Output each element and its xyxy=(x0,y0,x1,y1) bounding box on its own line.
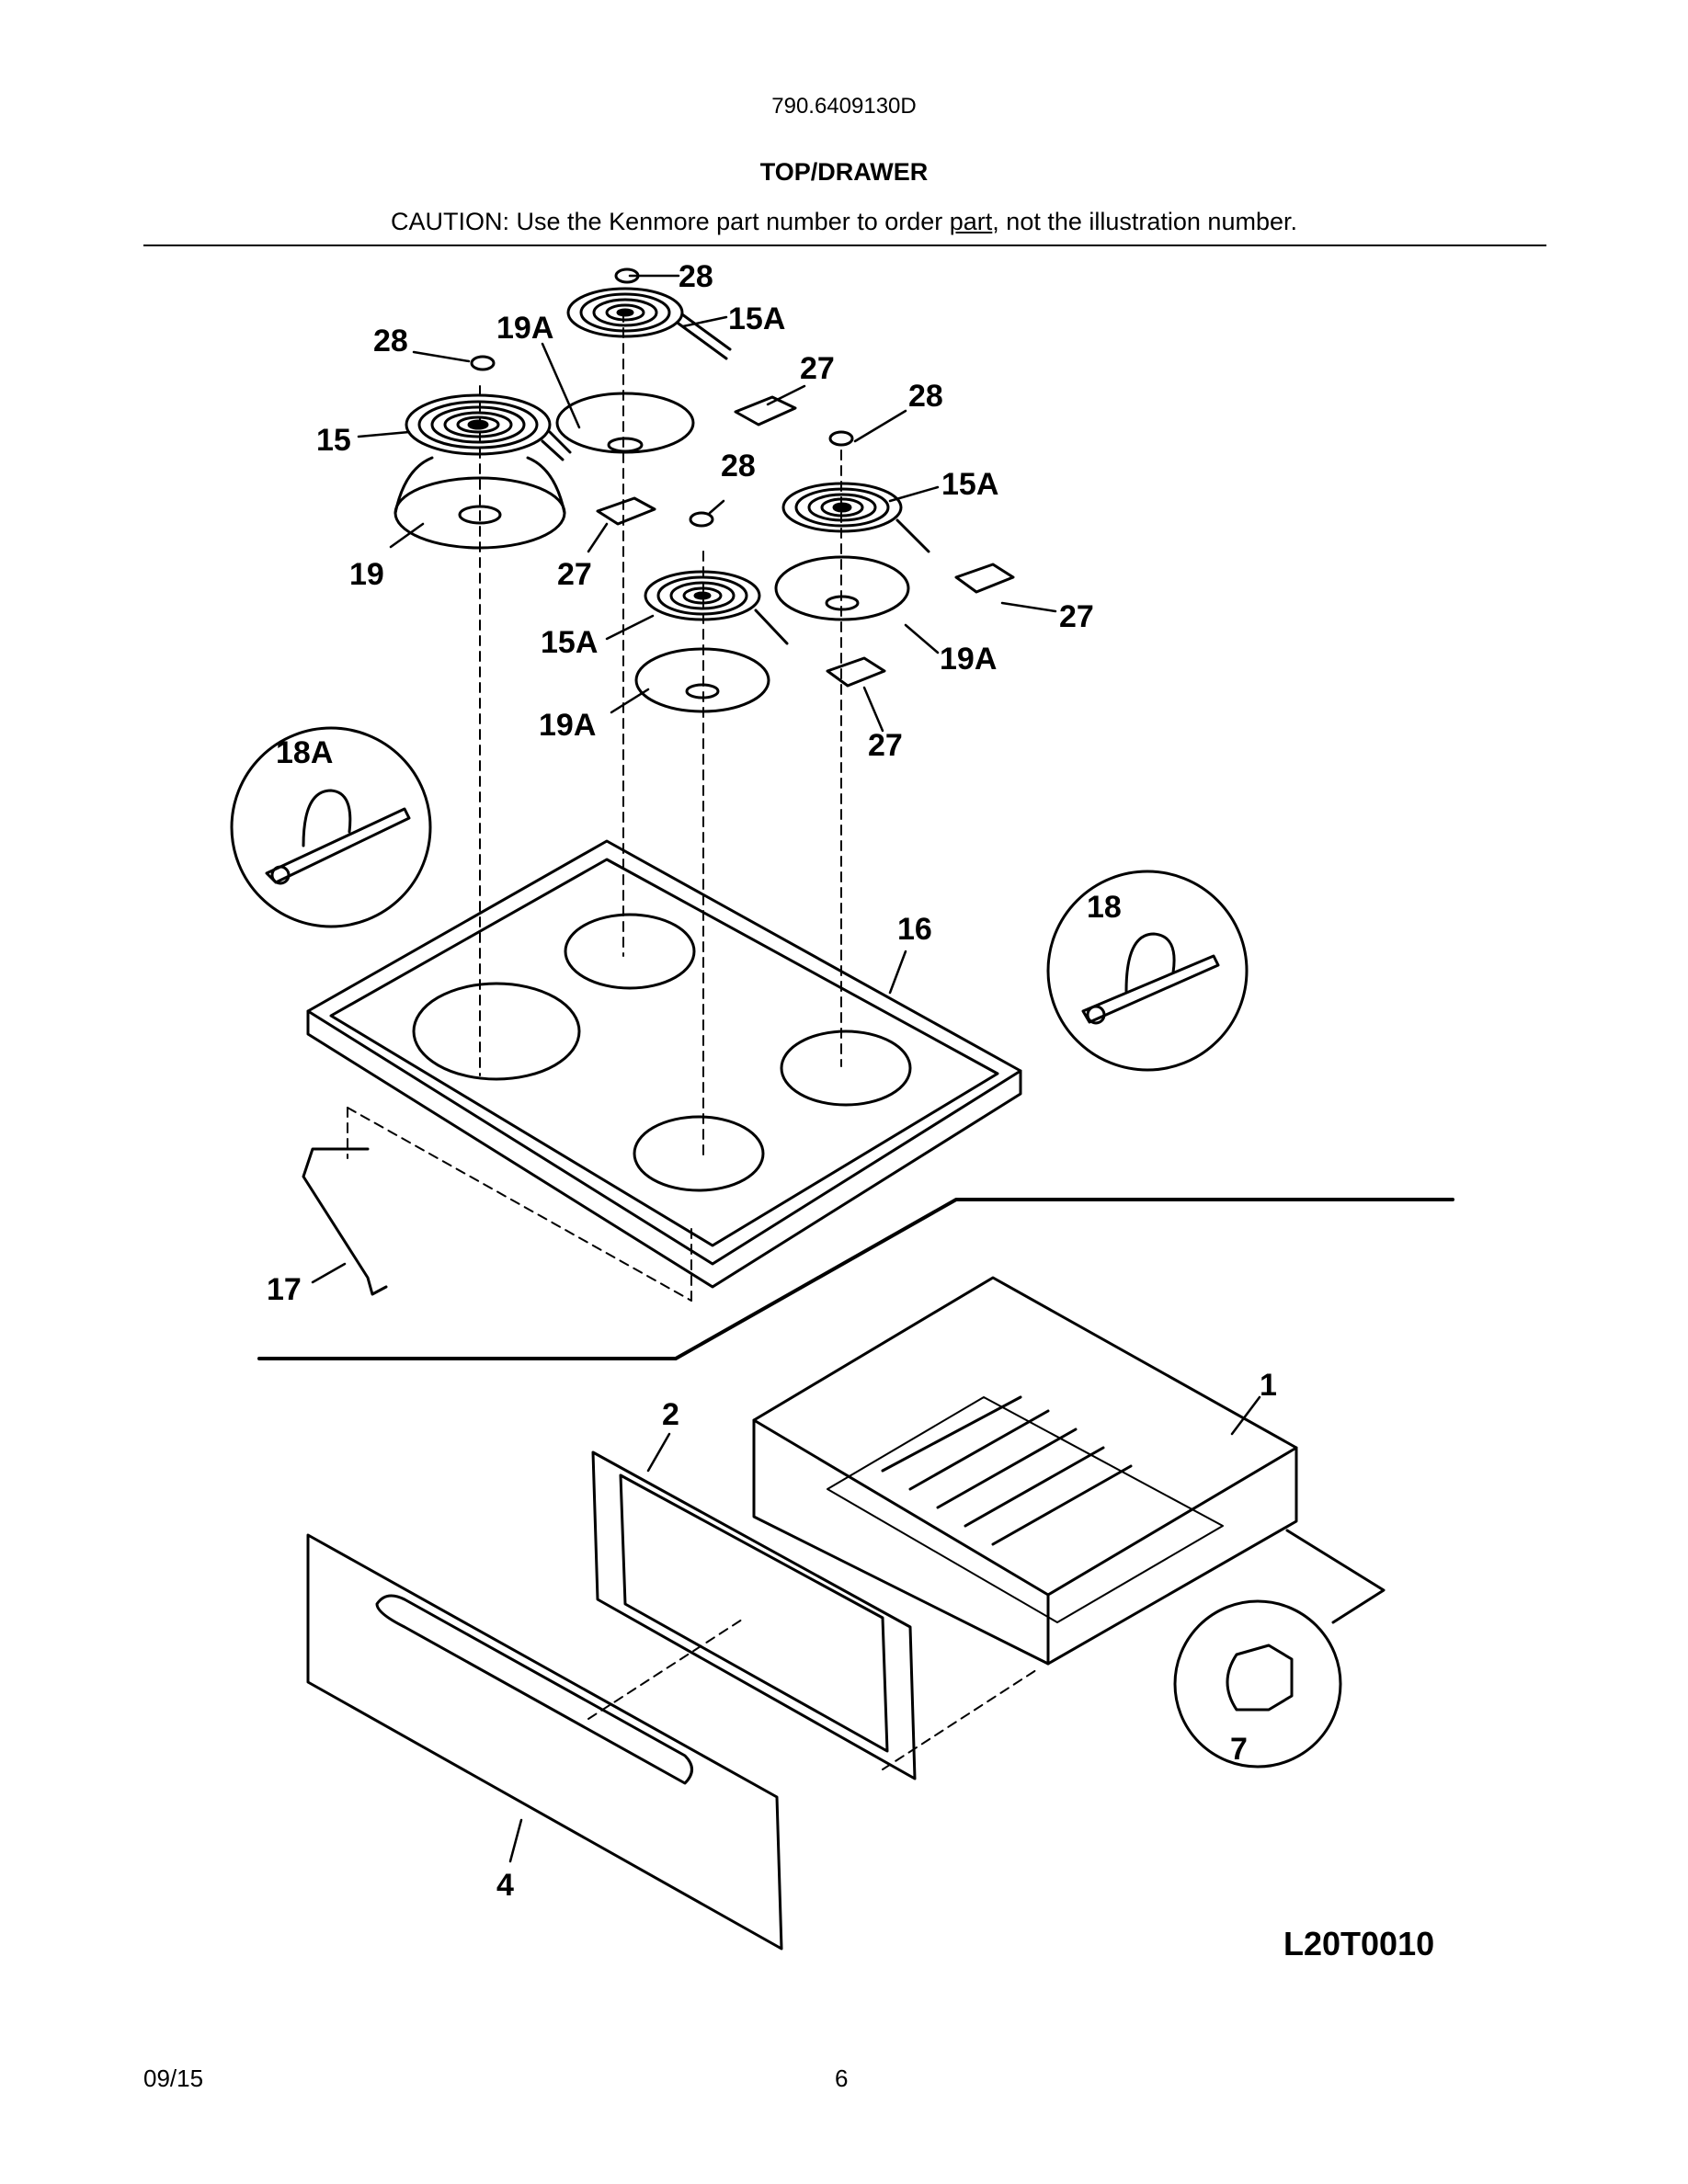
callout-28-left: 28 xyxy=(373,324,408,358)
diagram-code: L20T0010 xyxy=(1283,1925,1435,1962)
callout-2: 2 xyxy=(662,1397,679,1432)
drip-bowl-19A-mid xyxy=(634,647,770,713)
callout-4: 4 xyxy=(496,1868,514,1903)
detail-18 xyxy=(1046,870,1249,1072)
drawer-body-1 xyxy=(752,1276,1298,1666)
callout-7: 7 xyxy=(1230,1732,1248,1767)
caution-part-word: part xyxy=(949,208,993,235)
footer-date: 09/15 xyxy=(143,2065,204,2092)
callout-27-mid: 27 xyxy=(868,728,903,763)
caution-note: CAUTION: Use the Kenmore part number to … xyxy=(0,208,1688,236)
callout-28-mid: 28 xyxy=(721,449,756,483)
anti-tip-wire-17 xyxy=(302,1147,388,1296)
callout-19: 19 xyxy=(349,557,384,592)
header-rule xyxy=(143,245,1546,246)
callout-19A-right: 19A xyxy=(940,642,997,677)
callout-15: 15 xyxy=(316,423,351,458)
callout-28-right: 28 xyxy=(908,379,943,414)
page-number: 6 xyxy=(835,2065,849,2092)
terminal-block-27 xyxy=(596,395,1015,688)
model-number: 790.6409130D xyxy=(771,94,917,119)
detail-7-leader xyxy=(1285,1529,1386,1624)
leader-lines xyxy=(311,274,1261,1863)
caution-suffix: , not the illustration number. xyxy=(992,208,1297,235)
callout-28-top: 28 xyxy=(679,259,713,294)
drawer-frame-2 xyxy=(591,1450,917,1780)
trim-ring-28 xyxy=(470,267,854,528)
surface-element-15 xyxy=(405,393,572,461)
section-divider xyxy=(257,1198,1454,1360)
callout-27-top: 27 xyxy=(800,351,835,386)
detail-7 xyxy=(1173,1599,1342,1769)
cooktop-16 xyxy=(306,839,1022,1289)
section-title: TOP/DRAWER xyxy=(759,158,929,186)
drip-bowl-19 xyxy=(393,456,566,550)
callout-16: 16 xyxy=(897,912,932,947)
callout-1: 1 xyxy=(1260,1368,1277,1403)
callout-15A-top: 15A xyxy=(728,301,785,336)
surface-element-15A-right xyxy=(781,482,930,553)
drawer-panel-4 xyxy=(306,1533,783,1951)
callout-15A-right: 15A xyxy=(941,467,998,502)
callout-27-left: 27 xyxy=(557,557,592,592)
callout-27-right: 27 xyxy=(1059,599,1094,634)
surface-element-15A-mid xyxy=(644,570,789,645)
detail-18A xyxy=(230,726,432,928)
callout-15A-mid: 15A xyxy=(541,625,598,660)
callout-18: 18 xyxy=(1087,890,1122,925)
drip-bowl-19A-right xyxy=(774,555,910,621)
callout-18A: 18A xyxy=(276,735,333,770)
callout-17: 17 xyxy=(267,1272,302,1307)
surface-element-15A-top xyxy=(566,287,732,360)
caution-prefix: CAUTION: Use the Kenmore part number to … xyxy=(391,208,950,235)
callout-19A-top: 19A xyxy=(496,311,553,346)
drip-bowl-19A-top xyxy=(555,392,695,454)
callout-19A-mid: 19A xyxy=(539,708,596,743)
